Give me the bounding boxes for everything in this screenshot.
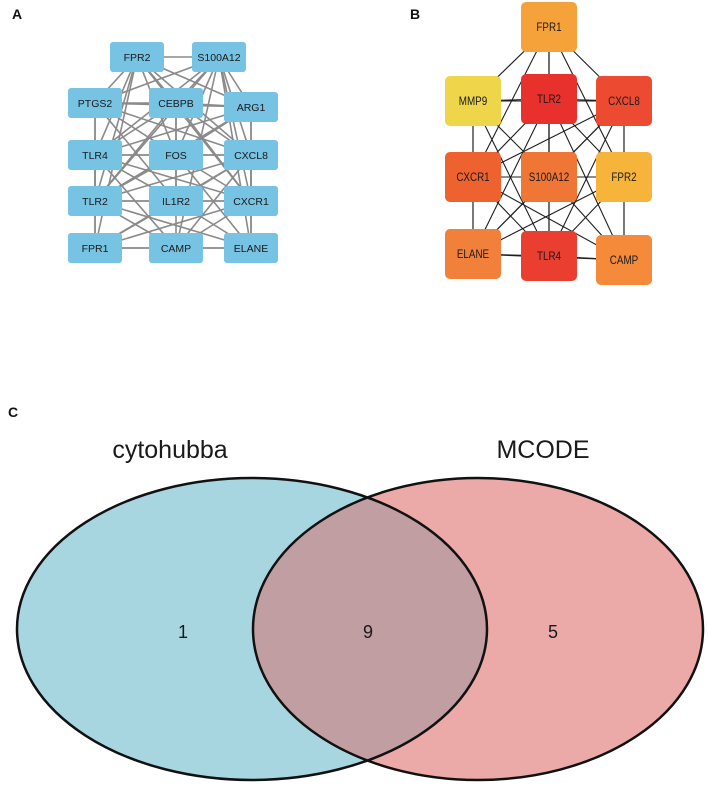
a-edge-cebpb-tlr2 [94, 102, 177, 202]
a-node-label: CAMP [161, 243, 191, 255]
b-node-label: TLR2 [537, 93, 561, 106]
a-node-label: TLR2 [82, 196, 108, 208]
a-node-label: ELANE [234, 243, 268, 255]
b-node-box [445, 229, 501, 279]
a-node-box [224, 233, 278, 263]
b-edge-mmp9-tlr4 [472, 100, 550, 257]
a-node-label: PTGS2 [78, 98, 113, 110]
panel-label-b: B [410, 6, 421, 22]
a-node-label: CXCR1 [233, 196, 269, 208]
b-node-label: TLR4 [537, 250, 561, 263]
a-node-box [149, 233, 203, 263]
a-node-box [110, 42, 164, 72]
a-node-cxcl8: CXCL8 [224, 140, 278, 170]
b-node-elane: ELANE [445, 229, 501, 279]
b-edge-cxcl8-tlr4 [548, 100, 625, 257]
a-node-label: FPR1 [82, 243, 109, 255]
a-node-fos: FOS [149, 140, 203, 170]
b-node-camp: CAMP [596, 235, 652, 285]
a-node-label: FOS [165, 150, 187, 162]
a-node-s100a12: S100A12 [192, 42, 246, 72]
b-node-box [445, 76, 501, 126]
venn-count-cytohubba-only: 1 [178, 622, 188, 642]
venn-title-mcode: MCODE [496, 436, 589, 464]
a-node-il1r2: IL1R2 [149, 186, 203, 216]
a-node-cxcr1: CXCR1 [224, 186, 278, 216]
b-node-label: CXCL8 [608, 95, 640, 108]
venn-count-mcode-only: 5 [548, 622, 558, 642]
a-node-box [149, 88, 203, 118]
a-node-box [224, 92, 278, 122]
venn-count-overlap: 9 [363, 622, 373, 642]
a-node-fpr1: FPR1 [68, 233, 122, 263]
venn-circle-cytohubba-outline [15, 476, 489, 782]
b-node-label: FPR1 [536, 21, 561, 34]
b-node-fpr1: FPR1 [521, 2, 577, 52]
a-node-box [68, 140, 122, 170]
venn-circle-mcode-outline [251, 476, 705, 782]
b-node-box [596, 235, 652, 285]
panel-label-c: C [8, 404, 19, 420]
b-node-fpr2: FPR2 [596, 152, 652, 202]
a-node-label: FPR2 [124, 52, 151, 64]
a-node-box [68, 186, 122, 216]
a-node-tlr2: TLR2 [68, 186, 122, 216]
b-node-box [521, 74, 577, 124]
b-node-label: CXCR1 [456, 171, 489, 184]
a-node-box [224, 186, 278, 216]
b-node-label: FPR2 [611, 171, 636, 184]
venn-title-cytohubba: cytohubba [112, 436, 227, 464]
b-node-box [596, 152, 652, 202]
a-node-tlr4: TLR4 [68, 140, 122, 170]
a-node-box [224, 140, 278, 170]
b-node-mmp9: MMP9 [445, 76, 501, 126]
b-node-box [521, 2, 577, 52]
a-edge-s100a12-cxcr1 [218, 56, 252, 202]
panel-label-a: A [12, 6, 23, 22]
a-node-label: S100A12 [197, 52, 240, 64]
b-node-cxcl8: CXCL8 [596, 76, 652, 126]
b-node-box [521, 231, 577, 281]
b-node-label: MMP9 [459, 95, 487, 108]
a-node-arg1: ARG1 [224, 92, 278, 122]
a-node-box [192, 42, 246, 72]
a-node-box [68, 233, 122, 263]
a-node-label: CEBPB [158, 98, 194, 110]
a-node-cebpb: CEBPB [149, 88, 203, 118]
a-node-ptgs2: PTGS2 [68, 88, 122, 118]
a-node-label: ARG1 [237, 102, 266, 114]
b-node-label: ELANE [457, 248, 489, 261]
b-node-tlr2: TLR2 [521, 74, 577, 124]
b-node-box [521, 152, 577, 202]
a-node-elane: ELANE [224, 233, 278, 263]
b-node-box [445, 152, 501, 202]
b-node-label: S100A12 [529, 171, 569, 184]
a-node-label: CXCL8 [234, 150, 268, 162]
a-node-label: TLR4 [82, 150, 108, 162]
a-node-box [68, 88, 122, 118]
b-node-label: CAMP [610, 254, 638, 267]
b-node-cxcr1: CXCR1 [445, 152, 501, 202]
b-node-box [596, 76, 652, 126]
b-node-tlr4: TLR4 [521, 231, 577, 281]
a-node-label: IL1R2 [162, 196, 190, 208]
b-node-s100a12: S100A12 [521, 152, 577, 202]
a-edge-cebpb-cxcr1 [175, 102, 252, 202]
a-node-box [149, 140, 203, 170]
a-node-box [149, 186, 203, 216]
a-node-fpr2: FPR2 [110, 42, 164, 72]
a-node-camp: CAMP [149, 233, 203, 263]
venn-overlap-region [253, 478, 487, 780]
